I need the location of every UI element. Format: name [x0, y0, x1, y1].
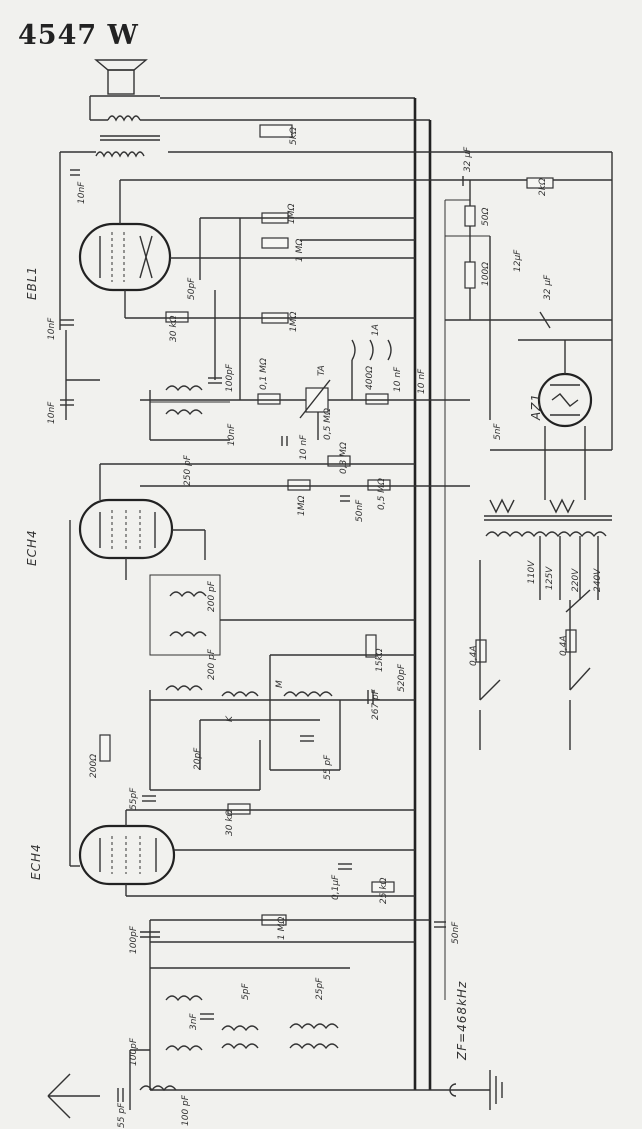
- component-labels: 5kΩ 2kΩ 1MΩ 1 MΩ 1MΩ 50Ω 100Ω 30 kΩ 0,1 MΩ 400Ω 0,…: [47, 127, 603, 1128]
- volume-potentiometer: [299, 379, 331, 440]
- capacitor-label: 10 nF: [299, 434, 309, 460]
- switch-mark-label: TA: [317, 365, 327, 376]
- capacitor-label: 0,1µF: [331, 874, 341, 900]
- capacitor-label: 50nF: [355, 499, 365, 522]
- resistor-label: 1MΩ: [297, 496, 307, 516]
- resistor-label: 1MΩ: [289, 312, 299, 332]
- resistor-label: 200Ω: [89, 754, 99, 778]
- capacitor-label: 32 µF: [463, 146, 473, 172]
- capacitor-label: 5nF: [493, 423, 503, 440]
- capacitor-label: 10 nF: [417, 368, 427, 394]
- capacitor-label: 100pF: [129, 1037, 139, 1066]
- capacitor-label: 5pF: [241, 983, 251, 1000]
- capacitor-label: 520pF: [397, 663, 407, 692]
- capacitor-label: 100 pF: [181, 1094, 191, 1126]
- capacitor-label: 55 pF: [323, 754, 333, 780]
- resistor-label: 1 MΩ: [295, 239, 305, 262]
- mains-tap-label: 110V: [527, 560, 537, 584]
- mains-tap-label: 125V: [545, 566, 555, 590]
- resistor-label: 0,1 MΩ: [259, 358, 269, 390]
- mains-tap-label: 220V: [571, 568, 581, 592]
- tube-label: ECH4: [25, 529, 39, 566]
- tube-ebl1: [78, 180, 415, 318]
- capacitor-label: 200 pF: [207, 580, 217, 612]
- resistor-label: 100Ω: [481, 262, 491, 286]
- resistor-label: 15kΩ: [375, 648, 385, 672]
- resistor-label: 0,3 MΩ: [339, 442, 349, 474]
- switch-mark-label: K: [225, 715, 235, 722]
- tube-label: AZ1: [529, 393, 543, 421]
- resistor-label: 2kΩ: [538, 178, 548, 196]
- antenna-symbol: [47, 1073, 100, 1119]
- capacitor-label: 10nF: [227, 423, 237, 446]
- if-transformer-1: [149, 385, 230, 441]
- resistor-label: 0,5 MΩ: [377, 478, 387, 510]
- mains-transformer: [484, 498, 612, 613]
- capacitor-label: 3nF: [189, 1013, 199, 1030]
- ground-symbol: [430, 1070, 503, 1110]
- resistor-label: 400Ω: [365, 366, 375, 390]
- capacitor-label: 10 nF: [393, 366, 403, 392]
- if-frequency-label: ZF=468kHz: [455, 981, 469, 1061]
- resistor-label: 1MΩ: [287, 204, 297, 224]
- switch-mark-label: 1A: [371, 324, 381, 336]
- capacitor-label: 10nF: [47, 317, 57, 340]
- capacitor-label: 50nF: [451, 921, 461, 944]
- capacitor-label: 55 pF: [117, 1102, 127, 1128]
- tone-switch: [351, 339, 392, 400]
- resistor-label: 1 MΩ: [277, 917, 287, 940]
- tube-label: EBL1: [25, 266, 39, 300]
- resistor-label: 5kΩ: [289, 127, 299, 145]
- if-transformer-2: [149, 574, 415, 656]
- capacitor-label: 200 pF: [207, 648, 217, 680]
- capacitor-label: 100pF: [225, 363, 235, 392]
- oscillator-coils: [149, 654, 415, 791]
- capacitor-label: 55pF: [129, 787, 139, 810]
- resistor-label: 25 kΩ: [379, 877, 389, 904]
- tube-ech4-if: [78, 463, 470, 580]
- capacitor-label: 25pF: [315, 977, 325, 1000]
- tube-label: ECH4: [29, 843, 43, 880]
- capacitor-label: 10nF: [47, 401, 57, 424]
- capacitor-label: 50pF: [187, 277, 197, 300]
- capacitor-label: 20pF: [193, 747, 203, 770]
- fuse-label: 0,4A: [469, 646, 479, 666]
- model-title: 4547 W: [18, 20, 139, 51]
- resistor-label: 30 kΩ: [169, 315, 179, 342]
- fuse-label: 0,4A: [559, 636, 569, 656]
- tube-az1: [518, 339, 612, 428]
- capacitor-label: 10nF: [77, 181, 87, 204]
- input-coils: [129, 995, 339, 1110]
- capacitor-label: 32 µF: [543, 274, 553, 300]
- capacitor-label: 250 pF: [183, 454, 193, 486]
- resistor-label: 30 kΩ: [225, 809, 235, 836]
- speaker-symbol: [94, 59, 148, 95]
- capacitor-label: 12µF: [513, 249, 523, 272]
- capacitor-symbols: [60, 169, 551, 1102]
- capacitor-label: 267 pF: [371, 688, 381, 720]
- switch-mark-label: M: [275, 680, 285, 688]
- output-transformer: [89, 95, 160, 158]
- resistor-label: 50Ω: [481, 208, 491, 226]
- mains-tap-label: 240V: [593, 568, 603, 592]
- tube-ech4-mixer: [69, 520, 415, 897]
- capacitor-label: 100pF: [129, 925, 139, 954]
- resistor-label: 0,5 MΩ: [323, 408, 333, 440]
